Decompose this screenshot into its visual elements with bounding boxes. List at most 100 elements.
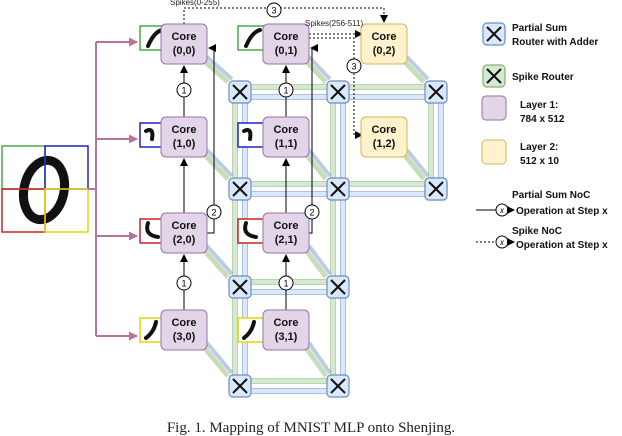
core-label: Core — [273, 124, 298, 136]
core-02 — [360, 23, 408, 65]
legend-layer1: 784 x 512 — [520, 114, 565, 125]
step-marker-label: 1 — [181, 279, 186, 289]
core-label: Core — [171, 31, 196, 43]
core-coordinate: (0,2) — [373, 45, 396, 57]
core-router-link — [205, 55, 234, 81]
step-marker-label: 2 — [211, 208, 216, 218]
router-cross — [330, 378, 346, 394]
router-cross — [232, 84, 248, 100]
figure-caption: Fig. 1. Mapping of MNIST MLP onto Shenji… — [166, 420, 456, 436]
reduction-arrow — [207, 44, 216, 234]
legend-partial-sum-router: Partial Sum — [512, 23, 567, 34]
core-coordinate: (1,1) — [275, 138, 298, 150]
legend-step-symbol: x — [499, 238, 505, 247]
core-router-link — [303, 247, 328, 279]
core-10 — [160, 116, 208, 158]
core-coordinate: (2,0) — [173, 234, 196, 246]
step-marker-label: 1 — [283, 86, 288, 96]
core-00 — [160, 23, 208, 65]
digit-zero — [18, 155, 70, 225]
quadrant-thumbnail — [237, 218, 265, 244]
legend-spike-noc: Operation at Step x — [516, 240, 608, 251]
legend-spike-noc: Spike NoC — [512, 226, 562, 237]
legend-layer1: Layer 1: — [520, 100, 558, 111]
flow-arrows — [180, 7, 388, 310]
core-label: Core — [171, 220, 196, 232]
core-router-link — [201, 58, 230, 84]
core-21 — [262, 212, 310, 254]
core-label: Core — [273, 31, 298, 43]
cores: Core(0,0)Core(0,1)Core(0,2)Core(1,0)Core… — [160, 23, 408, 351]
legend-partial-sum-noc: Operation at Step x — [516, 206, 608, 217]
step-marker — [176, 82, 192, 98]
spikes-label: Spikes(256-511) — [305, 19, 363, 28]
step-marker-label: 1 — [283, 279, 288, 289]
digit-fragment — [144, 128, 155, 141]
core-coordinate: (1,0) — [173, 138, 196, 150]
digit-fragment — [243, 221, 258, 239]
core-coordinate: (2,1) — [275, 234, 298, 246]
core-30 — [160, 309, 208, 351]
router-cross — [486, 26, 502, 42]
core-router-link — [405, 148, 430, 178]
spike-arrow — [309, 37, 363, 139]
core-router-link — [405, 55, 430, 81]
spikes-label: Spikes(0-255) — [170, 0, 220, 7]
core-coordinate: (0,0) — [173, 45, 196, 57]
core-router-link — [307, 341, 332, 375]
core-router-link — [307, 244, 332, 276]
router-cross — [232, 279, 248, 295]
core-label: Core — [371, 31, 396, 43]
routers — [228, 80, 448, 398]
legend-step-symbol: x — [499, 206, 505, 215]
router-cross — [330, 181, 346, 197]
core-router-link — [201, 151, 230, 181]
step-marker-label: 1 — [181, 86, 186, 96]
digit-fragment — [144, 320, 158, 340]
core-11 — [262, 116, 310, 158]
core-router-link — [401, 58, 426, 84]
digit-fragment — [244, 28, 262, 48]
step-marker — [278, 82, 294, 98]
core-31 — [262, 309, 310, 351]
router-cross — [428, 181, 444, 197]
step-marker — [266, 2, 282, 18]
core-router-link — [201, 247, 230, 279]
legend-layer2-swatch — [481, 139, 507, 165]
step-marker — [278, 275, 294, 291]
core-router-link — [302, 344, 329, 378]
input-arrows — [88, 37, 138, 341]
core-router-link — [205, 148, 234, 178]
legend-partial-sum-noc: Partial Sum NoC — [512, 190, 590, 201]
digit-fragment — [242, 320, 256, 340]
spike-arrow — [183, 7, 388, 24]
step-marker — [346, 58, 362, 74]
legend-spike-router: Spike Router — [512, 72, 574, 83]
step-marker — [304, 204, 320, 220]
step-marker-label: 2 — [309, 208, 314, 218]
mapping-diagram: Core(0,0)Core(0,1)Core(0,2)Core(1,0)Core… — [1, 0, 608, 398]
step-marker — [206, 204, 222, 220]
legend-layer1-swatch — [481, 95, 507, 121]
core-label: Core — [371, 124, 396, 136]
legend-layer2: 512 x 10 — [520, 156, 559, 167]
core-label: Core — [171, 317, 196, 329]
step-marker-label: 3 — [351, 62, 356, 72]
router-cross — [232, 181, 248, 197]
core-router-link — [205, 341, 234, 375]
legend-layer2: Layer 2: — [520, 142, 558, 153]
reduction-arrow — [309, 44, 318, 234]
core-label: Core — [273, 317, 298, 329]
router-cross — [486, 68, 502, 84]
core-12 — [360, 116, 408, 158]
core-coordinate: (3,1) — [275, 331, 298, 343]
router-cross — [330, 279, 346, 295]
legend-partial-sum-router: Router with Adder — [512, 37, 598, 48]
digit-fragment — [145, 221, 160, 239]
core-router-link — [201, 344, 230, 378]
core-20 — [160, 212, 208, 254]
core-01 — [262, 23, 310, 65]
router-cross — [232, 378, 248, 394]
